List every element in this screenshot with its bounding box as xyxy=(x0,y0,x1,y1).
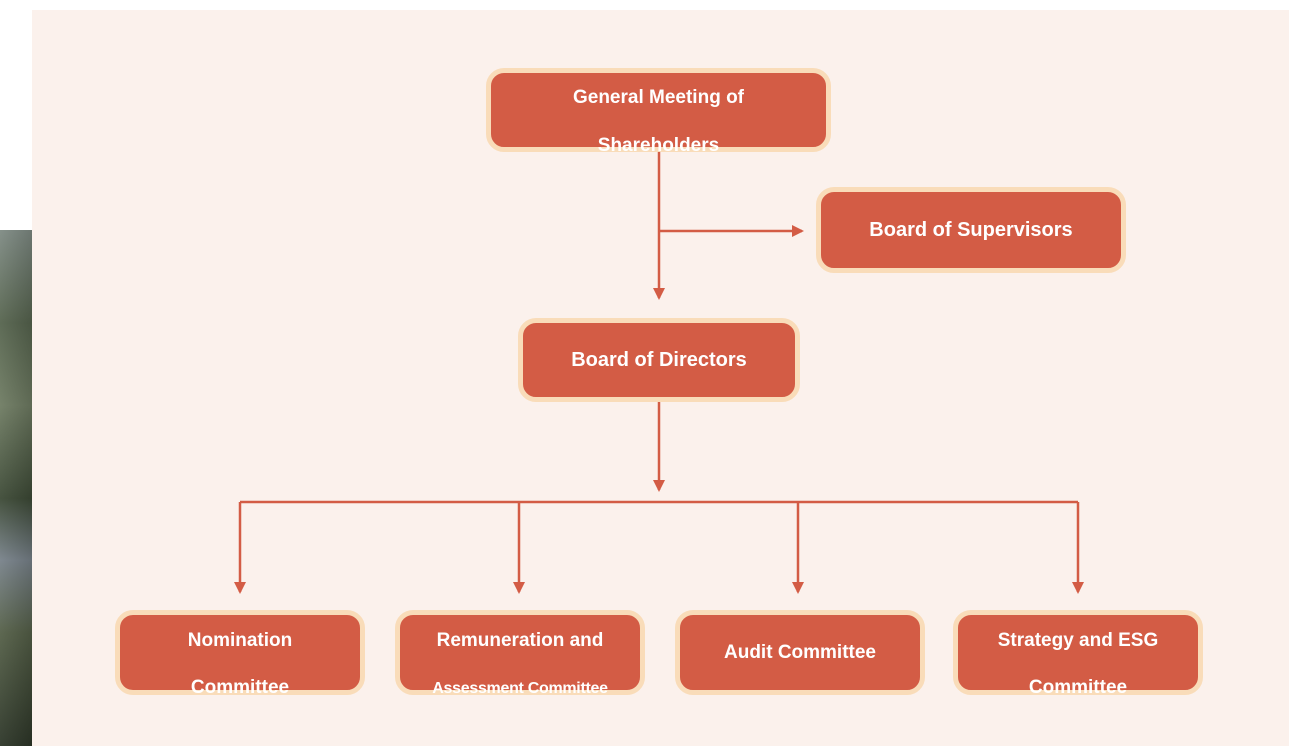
node-label-line1: General Meeting of xyxy=(572,87,745,109)
node-label-line1: Strategy and ESG xyxy=(997,629,1159,651)
node-board-of-supervisors: Board of Supervisors xyxy=(816,187,1126,273)
node-remuneration-and-assessment-committee: Remuneration and Assessment Committee xyxy=(395,610,645,698)
node-label-line1: Nomination xyxy=(187,629,293,651)
node-strategy-and-esg-committee: Strategy and ESG Committee xyxy=(953,610,1203,699)
node-general-meeting-of-shareholders: General Meeting of Shareholders xyxy=(486,68,831,156)
node-label-line2: Shareholders xyxy=(597,134,720,156)
node-label: Audit Committee xyxy=(724,641,876,663)
node-label: Board of Directors xyxy=(571,348,747,371)
node-board-of-directors: Board of Directors xyxy=(518,318,800,402)
node-label-line1: Remuneration and xyxy=(436,629,604,651)
node-nomination-committee: Nomination Committee xyxy=(115,610,365,699)
background-photo xyxy=(0,230,32,746)
node-label-line2: Committee xyxy=(190,677,290,699)
node-label-line2: Assessment Committee xyxy=(432,680,608,698)
node-audit-committee: Audit Committee xyxy=(675,610,925,695)
node-label-line2: Committee xyxy=(1028,677,1128,699)
node-label: Board of Supervisors xyxy=(869,218,1073,241)
